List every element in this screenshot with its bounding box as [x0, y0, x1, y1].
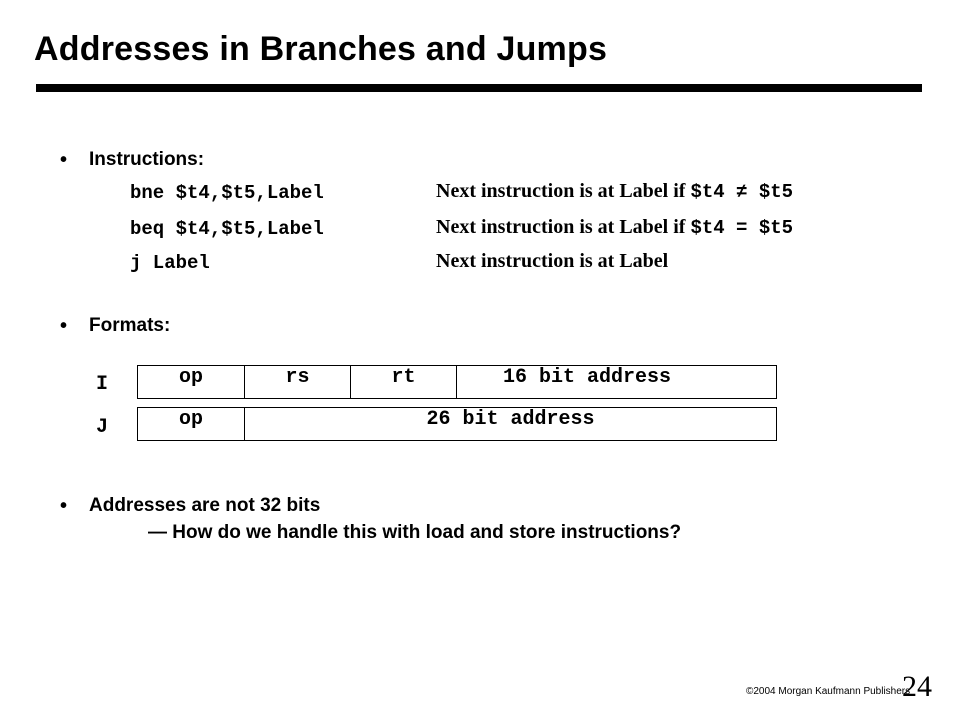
title-rule — [36, 84, 922, 92]
format-j-box: op 26 bit address — [137, 407, 777, 441]
format-i-box: op rs rt 16 bit address — [137, 365, 777, 399]
field-rs: rs — [244, 366, 350, 398]
field-address-26: 26 bit address — [244, 408, 776, 440]
description-text: Next instruction is at Label if — [436, 180, 691, 202]
instruction-code: beq $t4,$t5,Label — [130, 218, 324, 240]
format-j-label: J — [96, 416, 109, 439]
page-number: 24 — [902, 670, 932, 703]
field-address-16: 16 bit address — [456, 366, 776, 398]
format-i-label: I — [96, 373, 109, 396]
instruction-description: Next instruction is at Label if $t4 ≠ $t… — [436, 180, 793, 203]
instruction-description: Next instruction is at Label — [436, 250, 668, 273]
addresses-question: — How do we handle this with load and st… — [148, 522, 682, 543]
formats-heading: Formats: — [89, 315, 171, 336]
description-condition: $t4 = $t5 — [690, 217, 794, 239]
field-op: op — [178, 366, 203, 389]
field-op: op — [178, 408, 203, 431]
bullet-dot: • — [60, 149, 68, 171]
field-rt: rt — [350, 366, 456, 398]
addresses-heading: Addresses are not 32 bits — [89, 495, 321, 516]
instructions-heading: Instructions: — [89, 149, 205, 170]
instruction-code: j Label — [130, 252, 210, 274]
description-text: Next instruction is at Label if — [436, 216, 691, 238]
slide-title: Addresses in Branches and Jumps — [34, 30, 608, 68]
description-condition: $t4 ≠ $t5 — [690, 181, 794, 203]
instruction-description: Next instruction is at Label if $t4 = $t… — [436, 216, 793, 239]
bullet-dot: • — [60, 495, 68, 517]
instruction-code: bne $t4,$t5,Label — [130, 182, 324, 204]
bullet-dot: • — [60, 315, 68, 337]
description-text: Next instruction is at Label — [436, 250, 669, 272]
copyright-text: ©2004 Morgan Kaufmann Publishers — [746, 686, 911, 697]
